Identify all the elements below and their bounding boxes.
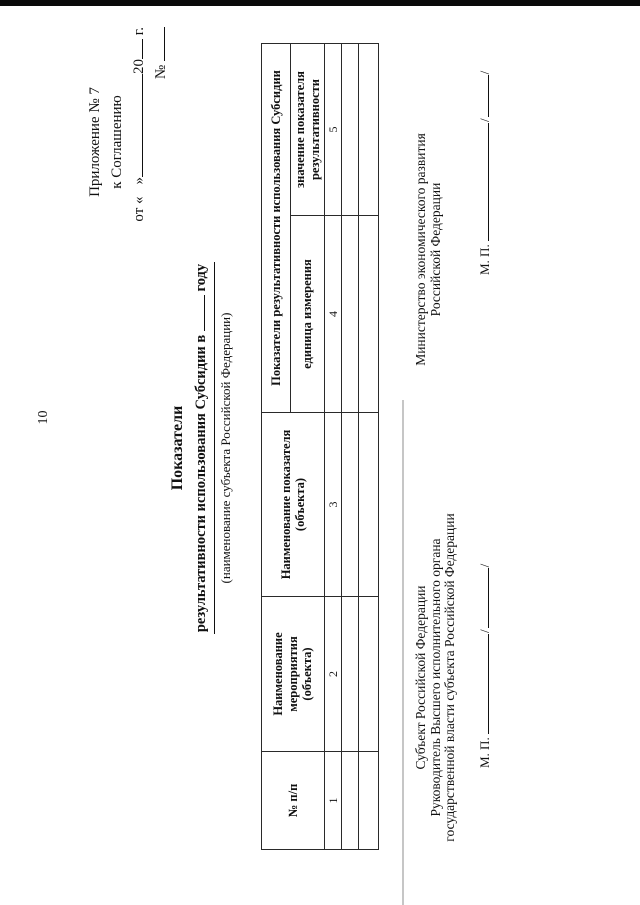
empty-cell: [341, 596, 359, 752]
year-fill-line: [129, 38, 143, 59]
slash-mark: /: [477, 118, 493, 123]
indicators-table-wrap: № п/п Наименование мероприятия (объекта)…: [261, 43, 379, 850]
appendix-title: Приложение № 7: [87, 87, 103, 197]
table-header-row-1: № п/п Наименование мероприятия (объекта)…: [261, 43, 325, 850]
signature-block-subject: Субъект Российской Федерации Руководител…: [413, 505, 458, 850]
document-title-line1: Показатели: [169, 405, 186, 491]
column-number: 5: [324, 43, 342, 216]
scan-line-artifact: [402, 400, 404, 905]
subject-name-caption: (наименование субъекта Российской Федера…: [218, 312, 233, 584]
empty-cell: [358, 412, 379, 597]
appendix-block: Приложение № 7 к Соглашению от «»20 г. №: [84, 27, 172, 257]
name-fill-line: [477, 75, 490, 118]
date-quote-close: »: [131, 176, 147, 185]
title-block: Показатели результативности использовани…: [167, 43, 235, 853]
seal-label: М. П.: [477, 737, 493, 768]
signature-fill-line: [477, 123, 490, 242]
year-blank-line: [191, 295, 205, 332]
date-prefix: от «: [131, 196, 147, 222]
signature-subject-line2: Руководитель Высшего исполнительного орг…: [427, 538, 443, 817]
empty-cell: [341, 412, 359, 597]
header-cell-num: № п/п: [261, 751, 325, 850]
empty-cell: [341, 43, 359, 216]
header-cell-indicator: Наименование показателя (объекта): [261, 412, 325, 597]
year-prefix: 20: [131, 58, 147, 74]
page-number: 10: [36, 410, 51, 425]
month-fill-line: [129, 73, 143, 177]
signature-ministry-line1: Министерство экономического развития: [413, 133, 428, 366]
slash-mark: /: [477, 563, 493, 568]
header-cell-results-group: Показатели результативности использовани…: [261, 43, 291, 413]
empty-cell: [341, 215, 359, 413]
empty-data-row: [358, 43, 379, 850]
signature-ministry-line2: Российской Федерации: [427, 182, 443, 317]
column-number: 1: [324, 751, 342, 850]
scan-edge-artifact: [0, 0, 640, 6]
agreement-date-line: от « » 20 г.: [128, 27, 150, 257]
document-title-line2: результативности использования Субсидии …: [189, 43, 213, 853]
signature-subject-line3: государственной власти субъекта Российск…: [442, 513, 457, 842]
slash-mark: /: [477, 629, 493, 634]
empty-cell: [358, 751, 379, 850]
column-number: 3: [324, 412, 342, 597]
seal-label: М. П.: [477, 244, 493, 275]
title-year-word: году: [193, 263, 209, 292]
column-number: 4: [324, 215, 342, 413]
column-number: 2: [324, 596, 342, 752]
empty-cell: [358, 215, 379, 413]
header-cell-value: значение показателя результативности: [290, 43, 325, 216]
signature-fill-line: [477, 634, 490, 735]
signature-subject-line1: Субъект Российской Федерации: [413, 585, 428, 770]
header-cell-unit: единица измерения: [290, 215, 325, 413]
header-cell-measure: Наименование мероприятия (объекта): [261, 596, 325, 752]
empty-data-row: [341, 43, 359, 850]
empty-cell: [341, 751, 359, 850]
signature-block-ministry: Министерство экономического развития Рос…: [413, 67, 443, 432]
year-suffix: г.: [131, 27, 147, 36]
subject-name-fill-line: [214, 262, 215, 634]
empty-cell: [358, 43, 379, 216]
seal-line-ministry: М. П. / /: [477, 70, 493, 275]
column-numbers-row: 1 2 3 4 5: [324, 43, 342, 850]
title-text: результативности использования Субсидии …: [193, 334, 209, 633]
empty-cell: [358, 596, 379, 752]
appendix-subtitle: к Соглашению: [109, 95, 125, 189]
name-fill-line: [477, 568, 490, 629]
indicators-table: № п/п Наименование мероприятия (объекта)…: [261, 43, 379, 850]
slash-mark: /: [477, 70, 493, 75]
number-fill-line: [151, 27, 165, 61]
seal-line-subject: М. П. / /: [477, 563, 493, 768]
day-blank: [130, 184, 143, 196]
